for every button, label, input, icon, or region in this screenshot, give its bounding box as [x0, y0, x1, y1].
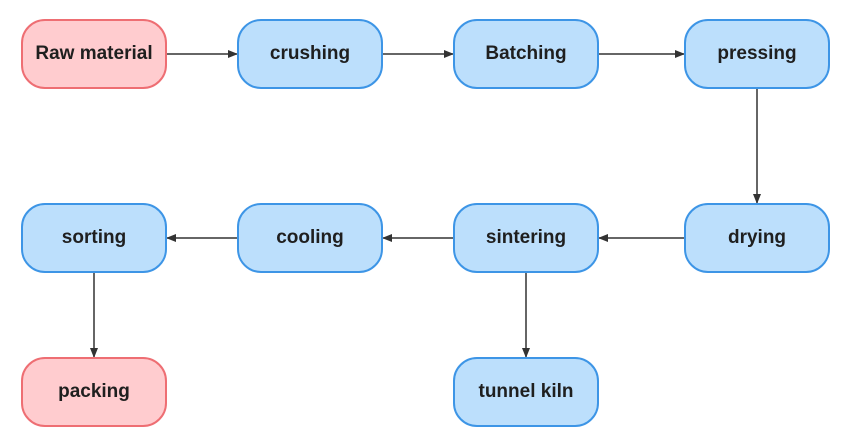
node-sintering: sintering	[453, 203, 599, 273]
node-pressing: pressing	[684, 19, 830, 89]
node-drying: drying	[684, 203, 830, 273]
node-cooling: cooling	[237, 203, 383, 273]
node-sorting: sorting	[21, 203, 167, 273]
node-batching: Batching	[453, 19, 599, 89]
node-raw-material: Raw material	[21, 19, 167, 89]
node-tunnel-kiln: tunnel kiln	[453, 357, 599, 427]
node-crushing: crushing	[237, 19, 383, 89]
node-packing: packing	[21, 357, 167, 427]
